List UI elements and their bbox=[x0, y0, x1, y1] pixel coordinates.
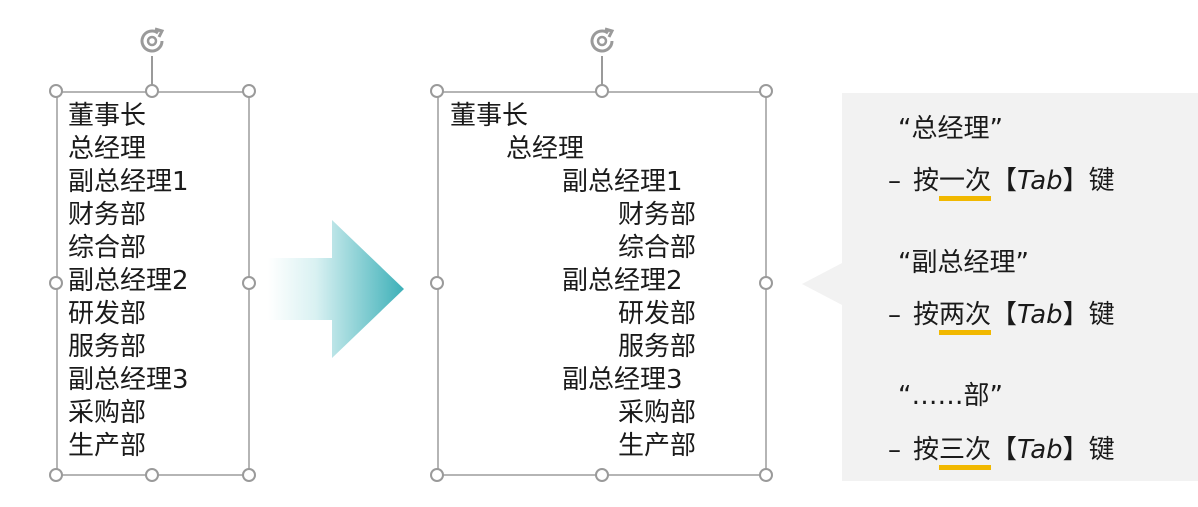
callout-panel bbox=[842, 93, 1198, 481]
left-list-item: 副总经理3 bbox=[68, 365, 189, 395]
rule-press: 按 bbox=[913, 300, 940, 330]
right-handle-bottom-right[interactable] bbox=[759, 468, 773, 482]
rule-quote: “总经理” bbox=[898, 114, 1003, 144]
right-list-item: 董事长 bbox=[450, 101, 529, 131]
rotate-handle-icon[interactable] bbox=[585, 24, 619, 58]
rule-press: 按 bbox=[913, 435, 940, 465]
rule-suffix: 键 bbox=[1088, 435, 1115, 465]
left-handle-middle-left[interactable] bbox=[49, 276, 63, 290]
rule-count: 三次 bbox=[939, 435, 992, 470]
right-handle-top-middle[interactable] bbox=[595, 84, 609, 98]
right-list-item: 财务部 bbox=[618, 200, 697, 230]
rule-key-open: 【 bbox=[991, 300, 1018, 330]
right-list-item: 副总经理2 bbox=[562, 266, 683, 296]
rule-key-close: 】 bbox=[1062, 435, 1089, 465]
right-handle-bottom-left[interactable] bbox=[430, 468, 444, 482]
rule-key: Tab bbox=[1017, 166, 1063, 196]
left-list-item: 研发部 bbox=[68, 299, 147, 329]
rule-suffix: 键 bbox=[1088, 300, 1115, 330]
rule-key-open: 【 bbox=[991, 435, 1018, 465]
left-handle-top-middle[interactable] bbox=[145, 84, 159, 98]
left-list-item: 董事长 bbox=[68, 101, 147, 131]
left-list-item: 总经理 bbox=[68, 134, 147, 164]
rotate-handle-icon[interactable] bbox=[135, 24, 169, 58]
right-handle-top-left[interactable] bbox=[430, 84, 444, 98]
rule-count: 两次 bbox=[939, 300, 992, 335]
right-handle-middle-left[interactable] bbox=[430, 276, 444, 290]
left-handle-top-right[interactable] bbox=[242, 84, 256, 98]
rule-dash: – bbox=[888, 435, 901, 465]
left-list-item: 财务部 bbox=[68, 200, 147, 230]
rule-quote: “副总经理” bbox=[898, 248, 1029, 278]
right-list-item: 综合部 bbox=[618, 233, 697, 263]
left-handle-top-left[interactable] bbox=[49, 84, 63, 98]
right-handle-top-right[interactable] bbox=[759, 84, 773, 98]
right-list-item: 副总经理3 bbox=[562, 365, 683, 395]
rule-suffix: 键 bbox=[1088, 166, 1115, 196]
left-handle-bottom-left[interactable] bbox=[49, 468, 63, 482]
right-list-item: 副总经理1 bbox=[562, 167, 683, 197]
rule-key: Tab bbox=[1017, 435, 1063, 465]
rule-quote: “……部” bbox=[898, 381, 1003, 411]
rule-count: 一次 bbox=[939, 166, 992, 201]
left-list-item: 采购部 bbox=[68, 398, 147, 428]
right-list-item: 总经理 bbox=[506, 134, 585, 164]
right-rotate-stem bbox=[601, 56, 603, 92]
right-arrow-icon bbox=[268, 220, 404, 358]
rule-key-close: 】 bbox=[1062, 300, 1089, 330]
left-list-item: 综合部 bbox=[68, 233, 147, 263]
right-handle-middle-right[interactable] bbox=[759, 276, 773, 290]
right-list-item: 服务部 bbox=[618, 332, 697, 362]
rule-line: –按三次【Tab】键 bbox=[888, 433, 1115, 470]
left-list-item: 副总经理1 bbox=[68, 167, 189, 197]
rule-key-open: 【 bbox=[991, 166, 1018, 196]
rule-line: –按一次【Tab】键 bbox=[888, 164, 1115, 201]
right-handle-bottom-middle[interactable] bbox=[595, 468, 609, 482]
right-list-item: 采购部 bbox=[618, 398, 697, 428]
rule-dash: – bbox=[888, 166, 901, 196]
rule-line: –按两次【Tab】键 bbox=[888, 298, 1115, 335]
left-rotate-stem bbox=[151, 56, 153, 92]
rule-press: 按 bbox=[913, 166, 940, 196]
callout-pointer bbox=[802, 262, 844, 306]
left-handle-bottom-right[interactable] bbox=[242, 468, 256, 482]
rule-key: Tab bbox=[1017, 300, 1063, 330]
rule-key-close: 】 bbox=[1062, 166, 1089, 196]
left-handle-middle-right[interactable] bbox=[242, 276, 256, 290]
rule-dash: – bbox=[888, 300, 901, 330]
left-list-item: 服务部 bbox=[68, 332, 147, 362]
right-list-item: 研发部 bbox=[618, 299, 697, 329]
right-list-item: 生产部 bbox=[618, 431, 697, 461]
left-list-item: 副总经理2 bbox=[68, 266, 189, 296]
left-list-item: 生产部 bbox=[68, 431, 147, 461]
left-handle-bottom-middle[interactable] bbox=[145, 468, 159, 482]
